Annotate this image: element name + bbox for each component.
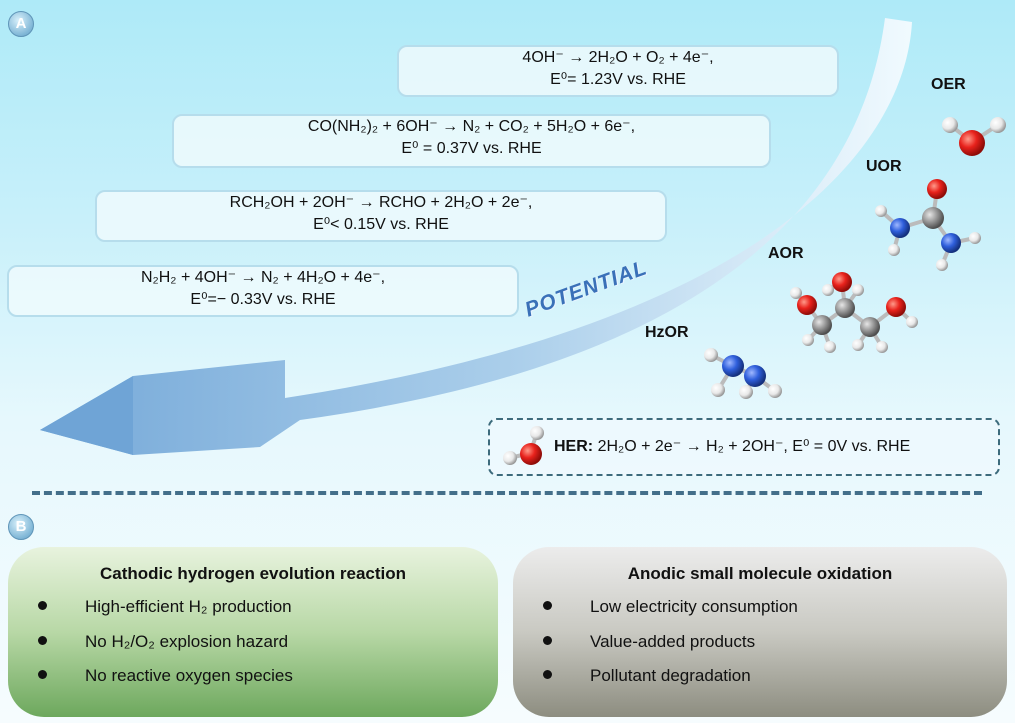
cathodic-item: No H₂/O₂ explosion hazard bbox=[38, 632, 288, 652]
equation-aor-line1: RCH₂OH + 2OH⁻ → RCHO + 2H₂O + 2e⁻, bbox=[229, 194, 533, 211]
uor-label: UOR bbox=[866, 158, 902, 175]
cathodic-title: Cathodic hydrogen evolution reaction bbox=[99, 564, 407, 583]
arrow-head bbox=[40, 376, 133, 455]
equation-hzor: N₂H₂ + 4OH⁻ → N₂ + 4H₂O + 4e⁻, E⁰=− 0.33… bbox=[7, 265, 519, 317]
anodic-panel: Anodic small molecule oxidation Low elec… bbox=[513, 547, 1007, 717]
equation-oer-line2: E⁰= 1.23V vs. RHE bbox=[550, 71, 686, 88]
bullet-icon bbox=[38, 670, 47, 680]
molecules-svg bbox=[704, 117, 1006, 399]
urea-molecule bbox=[875, 179, 981, 271]
cathodic-item-text: High-efficient H₂ production bbox=[85, 597, 292, 616]
aor-label: AOR bbox=[768, 245, 804, 262]
section-divider bbox=[32, 491, 982, 495]
equation-oer-line1: 4OH⁻ → 2H₂O + O₂ + 4e⁻, bbox=[522, 49, 714, 66]
her-box: HER: 2H₂O + 2e⁻ → H₂ + 2OH⁻, E⁰ = 0V vs.… bbox=[488, 418, 1000, 476]
her-equation: 2H₂O + 2e⁻ → H₂ + 2OH⁻, E⁰ = 0V vs. RHE bbox=[597, 438, 911, 455]
anodic-item: Pollutant degradation bbox=[543, 666, 751, 686]
equation-aor: RCH₂OH + 2OH⁻ → RCHO + 2H₂O + 2e⁻, E⁰< 0… bbox=[95, 190, 667, 242]
her-text: HER: 2H₂O + 2e⁻ → H₂ + 2OH⁻, E⁰ = 0V vs.… bbox=[554, 436, 910, 456]
equation-uor: CO(NH₂)₂ + 6OH⁻ → N₂ + CO₂ + 5H₂O + 6e⁻,… bbox=[172, 114, 771, 168]
anodic-item: Value-added products bbox=[543, 632, 755, 652]
cathodic-item-text: No reactive oxygen species bbox=[85, 666, 293, 685]
water-molecule-oer bbox=[942, 117, 1006, 156]
bullet-icon bbox=[543, 636, 552, 646]
panel-b-badge: B bbox=[8, 514, 34, 540]
anodic-item-text: Low electricity consumption bbox=[590, 597, 798, 616]
equation-hzor-line1: N₂H₂ + 4OH⁻ → N₂ + 4H₂O + 4e⁻, bbox=[140, 269, 386, 286]
equation-uor-line1: CO(NH₂)₂ + 6OH⁻ → N₂ + CO₂ + 5H₂O + 6e⁻, bbox=[307, 118, 636, 135]
hzor-label: HzOR bbox=[645, 324, 689, 341]
cathodic-item: High-efficient H₂ production bbox=[38, 597, 292, 617]
cathodic-item-text: No H₂/O₂ explosion hazard bbox=[85, 632, 289, 651]
panel-a-badge: A bbox=[8, 11, 34, 37]
her-label: HER: bbox=[554, 438, 594, 455]
water-molecule-her bbox=[503, 426, 544, 465]
bullet-icon bbox=[543, 670, 552, 680]
equation-oer: 4OH⁻ → 2H₂O + O₂ + 4e⁻, E⁰= 1.23V vs. RH… bbox=[397, 45, 839, 97]
equation-uor-line2: E⁰ = 0.37V vs. RHE bbox=[401, 140, 542, 157]
bullet-icon bbox=[543, 601, 552, 611]
anodic-title: Anodic small molecule oxidation bbox=[627, 564, 893, 583]
bullet-icon bbox=[38, 636, 47, 646]
cathodic-panel: Cathodic hydrogen evolution reaction Hig… bbox=[8, 547, 498, 717]
equation-hzor-line2: E⁰=− 0.33V vs. RHE bbox=[190, 291, 336, 308]
anodic-item-text: Pollutant degradation bbox=[590, 666, 751, 685]
cathodic-item: No reactive oxygen species bbox=[38, 666, 293, 686]
potential-arrow bbox=[40, 18, 912, 455]
oer-label: OER bbox=[931, 76, 966, 93]
anodic-item: Low electricity consumption bbox=[543, 597, 798, 617]
anodic-item-text: Value-added products bbox=[590, 632, 756, 651]
hydrazine-molecule bbox=[704, 348, 782, 399]
bullet-icon bbox=[38, 601, 47, 611]
equation-aor-line2: E⁰< 0.15V vs. RHE bbox=[313, 216, 449, 233]
alcohol-molecule bbox=[790, 272, 918, 353]
